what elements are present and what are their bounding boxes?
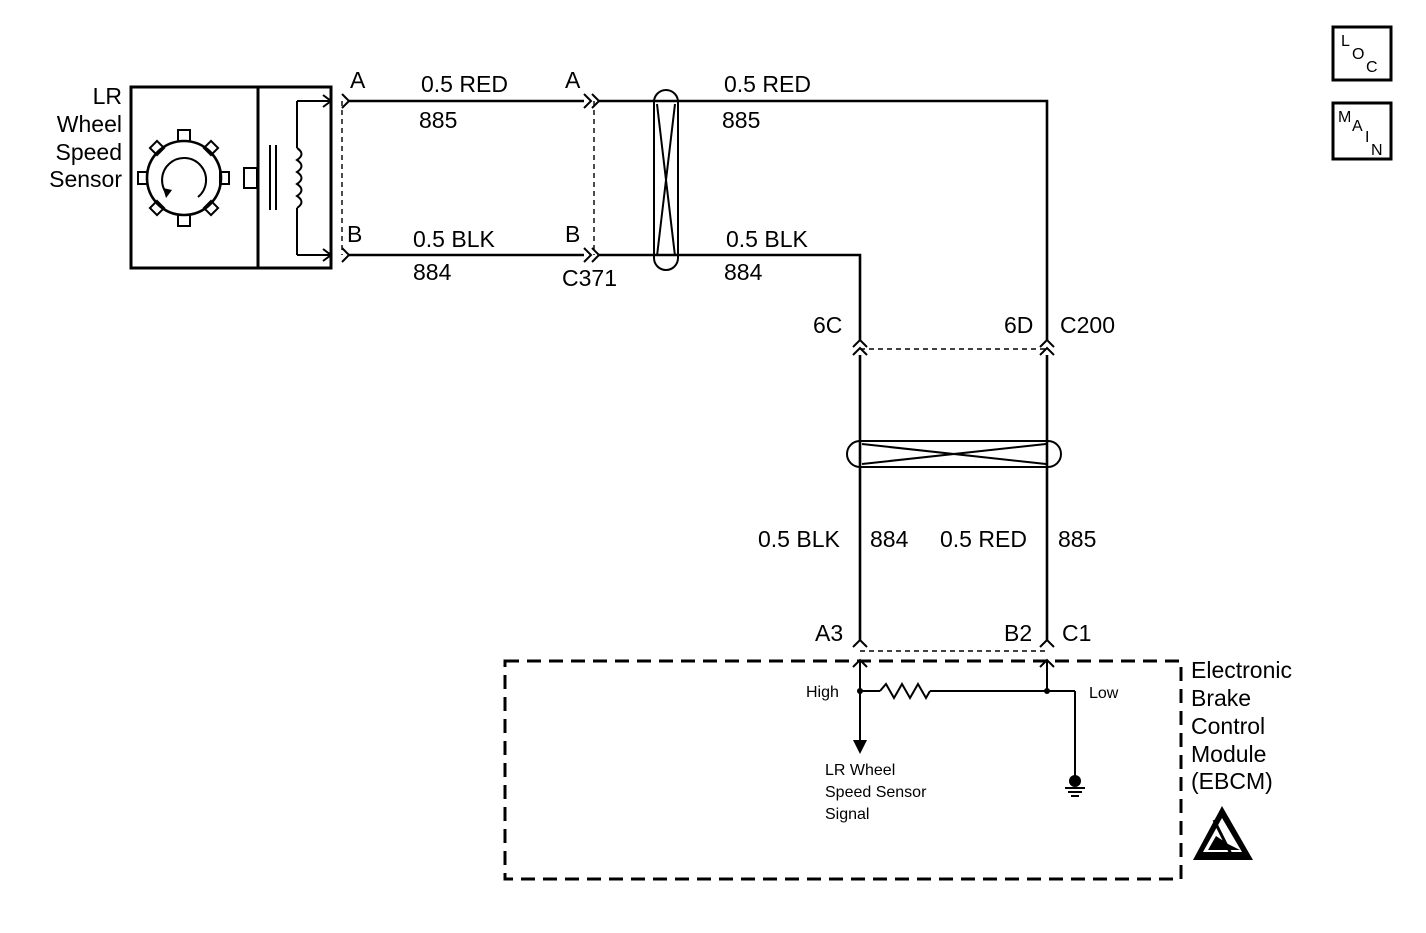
blk-upper-left-circuit: 884 [413,259,452,285]
ebcm-pin-a3-label: A3 [815,620,843,646]
c371-pin-b-label: B [565,221,580,247]
esd-warning-icon [1193,806,1253,860]
c371-name: C371 [562,265,617,291]
loc-letter-c: C [1366,59,1378,76]
red-wire-upper-right [599,99,1049,340]
red-upper-right-circuit: 885 [722,107,760,133]
ebcm-pin-a3-icon [852,638,868,648]
main-letter-i: I [1365,129,1369,146]
c200-pin-6d-label: 6D [1004,312,1033,338]
sensor-pin-b-label: B [347,221,362,247]
red-upper-right-gauge: 0.5 RED [724,71,811,97]
signal-arrow-icon [853,740,867,754]
red-lower-gauge: 0.5 RED [940,526,1027,552]
high-label: High [806,684,839,701]
loc-letter-o: O [1352,46,1364,63]
ebcm-connector-name: C1 [1062,620,1091,646]
twisted-pair-icon [653,89,679,271]
sensor-pin-a-icon [341,93,351,109]
red-upper-left-circuit: 885 [419,107,457,133]
sensor-label-line-1: LR [93,83,122,109]
red-upper-left-gauge: 0.5 RED [421,71,508,97]
lower-wires: 0.5 BLK 884 0.5 RED 885 [758,355,1096,640]
sensor-pin-b-icon [341,247,351,263]
loc-icon[interactable]: L O C [1331,25,1393,82]
ebcm-label-line-3: Control [1191,713,1265,739]
connector-c371: A B A B C371 [341,67,617,291]
sensor-pin-a-label: A [350,67,366,93]
signal-label-line-1: LR Wheel [825,762,895,779]
signal-label-line-2: Speed Sensor [825,784,927,801]
blk-lower-gauge: 0.5 BLK [758,526,840,552]
loc-letter-l: L [1341,33,1350,50]
red-lower-circuit: 885 [1058,526,1096,552]
c200-pin-6c-label: 6C [813,312,842,338]
c371-pin-a-icon [583,93,601,109]
main-letter-a: A [1352,118,1363,135]
ebcm-pin-b2-icon [1039,638,1055,648]
ebcm-label-line-4: Module [1191,741,1266,767]
sensor-label-line-2: Wheel [57,111,122,137]
ebcm-label-line-2: Brake [1191,685,1251,711]
ebcm-pin-b2-label: B2 [1004,620,1032,646]
main-icon[interactable]: M A I N [1331,101,1393,161]
blk-lower-circuit: 884 [870,526,909,552]
twisted-pair-icon [846,440,1062,468]
ebcm-module: Electronic Brake Control Module (EBCM) H… [503,657,1292,881]
ebcm-boundary [503,659,1183,881]
sensor-pole-piece [243,167,258,189]
low-label: Low [1089,685,1119,702]
sensor-label-line-4: Sensor [49,166,122,192]
sensor-label-line-3: Speed [55,139,122,165]
blk-upper-left-gauge: 0.5 BLK [413,226,495,252]
ebcm-connector: A3 B2 C1 [815,620,1091,668]
main-letter-m: M [1338,109,1351,126]
blk-upper-right-circuit: 884 [724,259,763,285]
tone-wheel-icon [137,129,230,227]
c200-pin-6d-icon [1039,338,1055,356]
ebcm-internal-circuit [853,661,1085,797]
c371-pin-a-label: A [565,67,581,93]
c200-name: C200 [1060,312,1115,338]
ground-icon [1065,775,1085,797]
ebcm-label-line-1: Electronic [1191,657,1292,683]
ebcm-label-line-5: (EBCM) [1191,768,1273,794]
c371-pin-b-icon [583,247,601,263]
blk-wire-upper-right [599,253,862,340]
connector-c200: 6C 6D C200 [813,312,1115,356]
wheel-speed-sensor: LR Wheel Speed Sensor [49,83,333,270]
c200-pin-6c-icon [852,338,868,356]
main-letter-n: N [1371,142,1383,159]
resistor-icon [879,681,931,701]
blk-upper-right-gauge: 0.5 BLK [726,226,808,252]
sensor-body [129,85,333,270]
coil-icon [269,94,333,262]
signal-label-line-3: Signal [825,806,869,823]
upper-wires: 0.5 RED 885 0.5 BLK 884 0.5 RED 885 0.5 … [349,71,1049,340]
